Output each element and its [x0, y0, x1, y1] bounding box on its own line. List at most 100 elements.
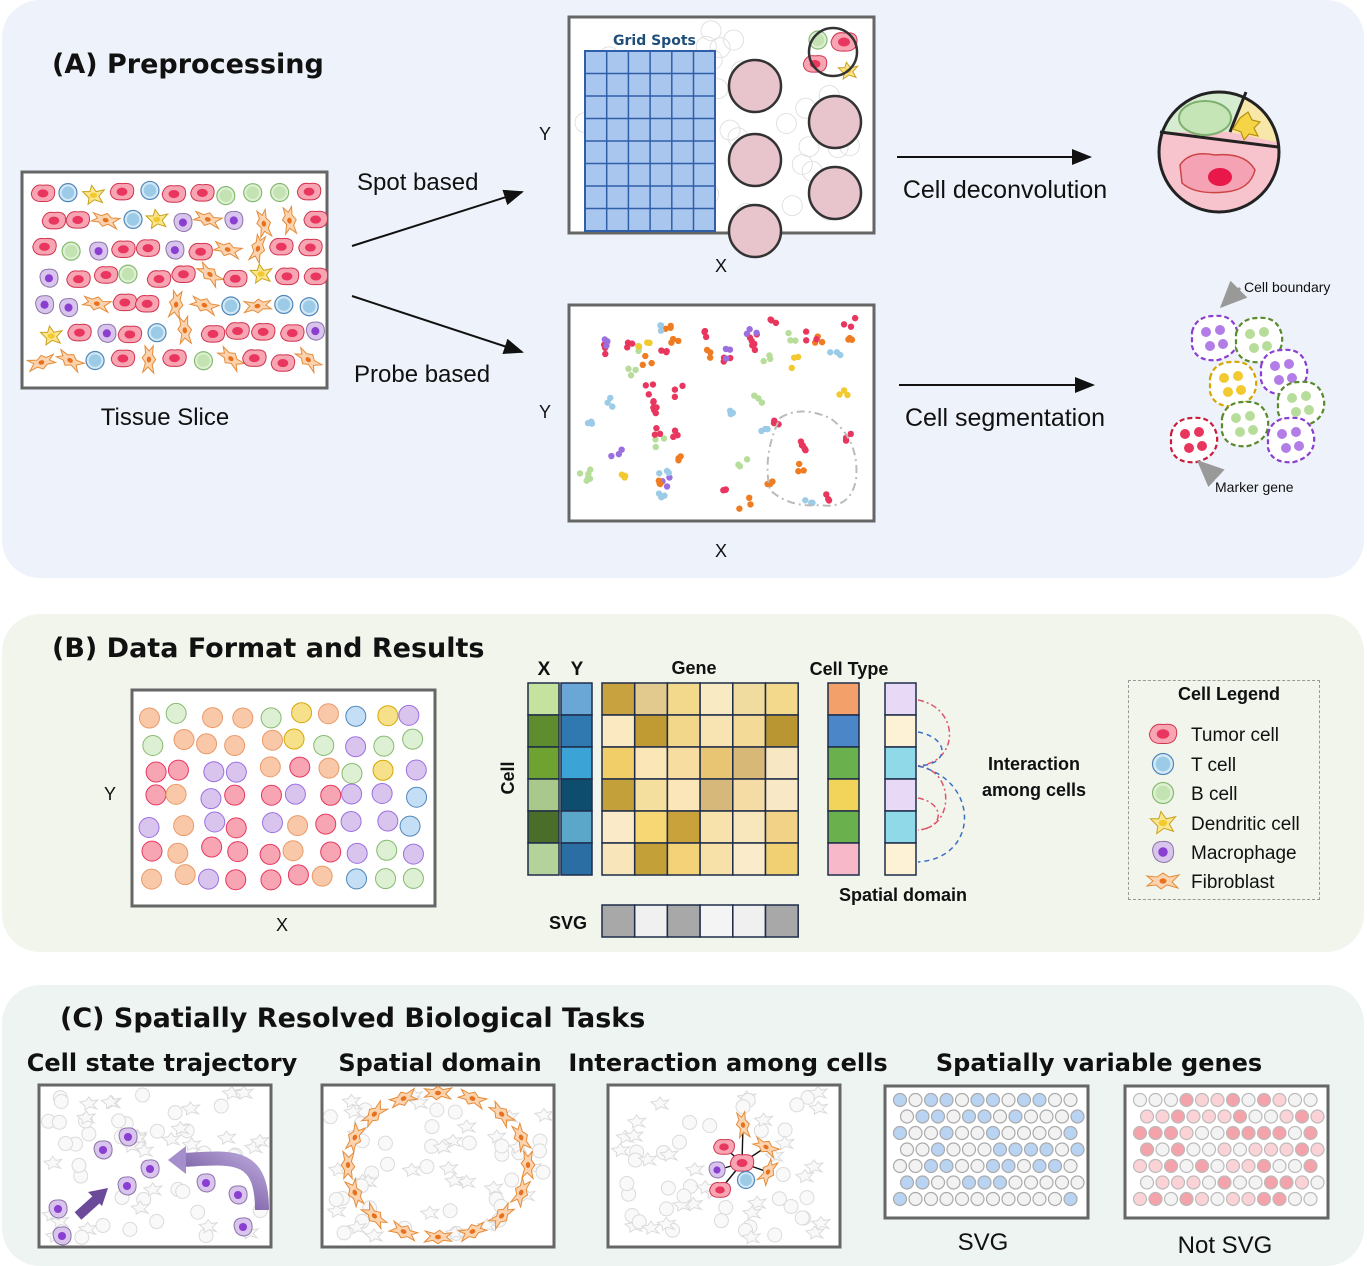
fibroblast — [141, 344, 157, 375]
not-svg-spot — [1256, 1125, 1272, 1141]
gene-expression-cell — [699, 714, 734, 748]
svg-indicator-cell — [764, 904, 799, 938]
transcript-dot — [650, 398, 657, 405]
fibroblast — [167, 288, 184, 321]
cell-type-cell — [827, 746, 860, 780]
transcript-dot — [645, 391, 652, 398]
cell-spot — [145, 784, 167, 806]
svg-spot — [970, 1125, 985, 1141]
cell-spot — [196, 733, 218, 755]
transcript-dot — [656, 470, 663, 477]
not-svg-spot — [1179, 1191, 1194, 1207]
svg-spot — [908, 1092, 923, 1108]
cell-deconvolution-label: Cell deconvolution — [903, 176, 1107, 204]
spatial-domain-cell — [884, 810, 917, 844]
not-svg-spot — [1310, 1175, 1325, 1190]
gene-expression-cell — [699, 778, 734, 812]
cell-spot — [345, 705, 367, 727]
not-svg-spot — [1210, 1158, 1225, 1174]
interaction-label-2: among cells — [982, 780, 1086, 800]
not-svg-spot — [1272, 1158, 1287, 1174]
gene-expression-cell — [764, 714, 799, 748]
transcript-dot — [628, 340, 636, 347]
transcript-dot — [772, 319, 780, 327]
not-svg-spot — [1186, 1142, 1201, 1157]
svg-spot — [1001, 1125, 1016, 1141]
transcript-dot — [701, 328, 708, 336]
cell-spot — [259, 843, 281, 865]
transcript-dot — [847, 323, 855, 330]
cell-scatter-plot — [130, 688, 437, 908]
svg-spot — [1001, 1158, 1016, 1174]
cell-spot — [138, 816, 160, 838]
not-svg-spot — [1139, 1109, 1155, 1124]
svg-spot — [1016, 1125, 1032, 1141]
svg-spot — [908, 1191, 923, 1207]
not-svg-spot — [1132, 1191, 1148, 1207]
cell-spot — [202, 707, 224, 729]
not-svg-spot — [1272, 1191, 1287, 1207]
transcript-dot — [652, 436, 659, 443]
probe-axis-x: X — [715, 541, 727, 561]
task-interaction-title: Interaction among cells — [568, 1049, 887, 1077]
not-svg-spot — [1279, 1175, 1294, 1190]
cell-spot — [402, 728, 424, 750]
gene-expression-cell — [732, 746, 767, 780]
not-svg-spot — [1132, 1125, 1148, 1141]
gene-expression-cell — [732, 682, 767, 716]
cell-type-header: Cell Type — [810, 659, 889, 679]
probe-dots — [576, 314, 859, 512]
cell-spot — [259, 756, 281, 778]
not-svg-spot — [1263, 1175, 1279, 1190]
cell-spot — [340, 810, 362, 832]
svg-indicator-cell — [732, 904, 767, 938]
not-svg-spot — [1163, 1191, 1179, 1207]
svg-spot — [939, 1125, 954, 1141]
cell-spot — [167, 842, 189, 864]
cell-spot — [227, 841, 249, 863]
not-svg-spot — [1170, 1109, 1186, 1124]
not-svg-spot — [1210, 1125, 1225, 1141]
not-svg-caption: Not SVG — [1178, 1232, 1273, 1259]
svg-spot — [939, 1092, 954, 1108]
cell-spot — [260, 869, 282, 891]
cell-spot — [405, 759, 427, 781]
segmented-cell — [1234, 316, 1284, 364]
gene-expression-cell — [764, 682, 799, 716]
y-coordinate-cell — [560, 746, 593, 780]
svg-spot — [961, 1175, 977, 1190]
not-svg-spot — [1248, 1109, 1263, 1124]
fibroblast — [360, 1099, 390, 1129]
x-coordinate-cell — [527, 714, 560, 748]
y-coordinate-cell — [560, 682, 593, 716]
transcript-dot — [722, 345, 730, 353]
svg-indicator-cell — [601, 904, 636, 938]
x-coordinate-cell — [527, 682, 560, 716]
svg-spot — [992, 1175, 1008, 1190]
transcript-dot — [607, 394, 614, 402]
cell-spot — [145, 761, 167, 783]
transcript-dot — [790, 354, 798, 361]
y-coordinate-cell — [560, 778, 593, 812]
spatial-domain-cell — [884, 714, 917, 748]
spot-axis-x: X — [715, 256, 727, 276]
tissue-slice-label: Tissue Slice — [101, 404, 229, 431]
gene-expression-cell — [633, 842, 669, 876]
x-coordinate-cell — [527, 842, 560, 876]
svg-spot — [915, 1175, 930, 1190]
gene-expression-cell — [633, 778, 669, 812]
transcript-dot — [585, 470, 592, 477]
svg-spot — [1032, 1092, 1047, 1108]
cell-type-cell — [827, 714, 860, 748]
svg-spot — [1039, 1142, 1054, 1157]
gene-expression-cell — [601, 842, 636, 876]
col-y-header: Y — [571, 659, 584, 680]
cell-spot — [167, 759, 189, 781]
gene-expression-cell — [666, 810, 701, 844]
transcript-dot — [677, 453, 684, 460]
task-svg-title: Spatially variable genes — [936, 1049, 1262, 1077]
transcript-dot — [608, 452, 615, 460]
transcript-dot — [576, 470, 584, 477]
transcript-dot — [723, 355, 730, 362]
cell-spot — [287, 815, 309, 837]
